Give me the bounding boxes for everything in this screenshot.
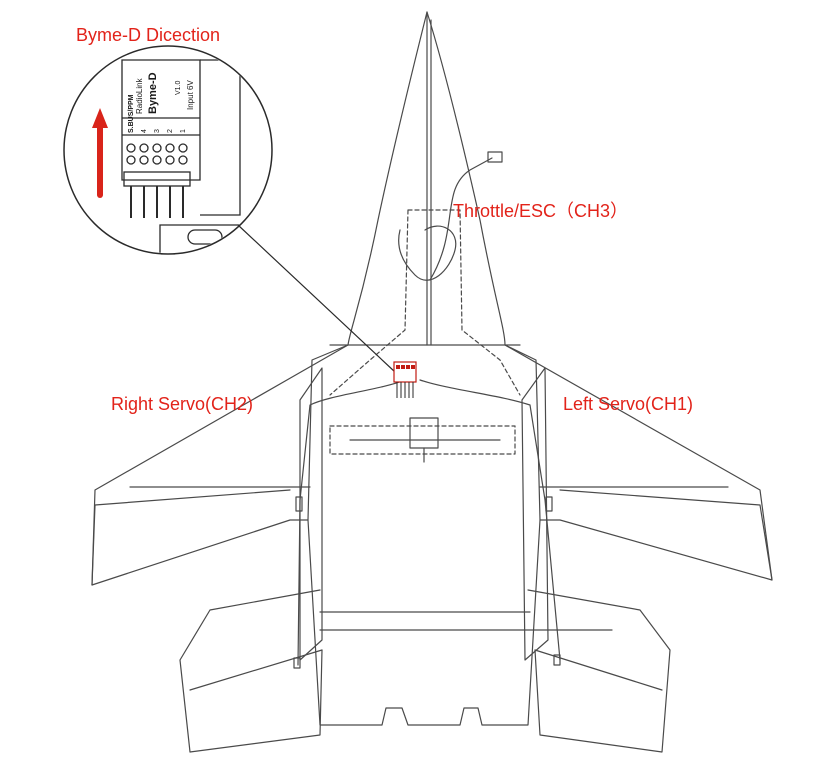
right-wing-flap xyxy=(91,489,291,586)
channel-label: 3 xyxy=(154,129,161,133)
left-wing-flap xyxy=(559,489,773,581)
left-servo-label: Left Servo(CH1) xyxy=(563,394,694,414)
receiver-body xyxy=(121,59,201,181)
receiver-model: Byme-D xyxy=(147,72,159,114)
magnifier-circle-icon xyxy=(63,45,273,255)
wire-bundle xyxy=(398,225,457,281)
servo-wire-right xyxy=(297,379,406,666)
receiver-label-group: RadioLink Byme-D V1.0 Input 6V S.BUS/PPM… xyxy=(128,72,195,133)
mount-slot xyxy=(187,229,223,245)
esc-connector xyxy=(487,151,503,163)
receiver-on-plane xyxy=(393,361,417,398)
right-tailplane xyxy=(179,589,323,753)
left-servo-horn-tail xyxy=(553,654,561,666)
receiver-input: Input 6V xyxy=(186,80,195,110)
internal-bay xyxy=(329,209,521,396)
channel-label: 4 xyxy=(141,129,148,133)
arrow-up-icon xyxy=(92,108,108,198)
servo-wire-left xyxy=(419,379,561,661)
mount-plate xyxy=(159,224,271,253)
esc-wire xyxy=(429,157,493,281)
receiver-case-edge xyxy=(200,59,241,216)
right-servo-label: Right Servo(CH2) xyxy=(111,394,254,414)
right-servo-horn-tail xyxy=(293,657,301,669)
throttle-esc-label: Throttle/ESC（CH3） xyxy=(453,201,629,221)
channel-label: 2 xyxy=(167,129,174,133)
fuselage-outline xyxy=(307,11,541,726)
right-servo-horn-wing xyxy=(295,496,303,512)
right-fin xyxy=(299,367,323,661)
receiver-sbus: S.BUS/PPM xyxy=(128,94,135,133)
magnifier-contents xyxy=(121,59,271,253)
motor-bay xyxy=(329,425,516,455)
receiver-brand: RadioLink xyxy=(135,77,144,114)
left-tail-elevon xyxy=(534,649,663,691)
left-servo-horn-wing xyxy=(545,496,553,512)
left-tailplane xyxy=(527,589,671,753)
right-tail-elevon xyxy=(189,649,323,691)
receiver-direction-title: Byme-D Dicection xyxy=(76,25,221,45)
receiver-version: V1.0 xyxy=(175,80,182,95)
motor xyxy=(409,417,439,449)
leader-line xyxy=(237,224,396,373)
left-fin xyxy=(521,367,549,661)
channel-label: 1 xyxy=(180,129,187,133)
pin-header xyxy=(123,143,191,218)
